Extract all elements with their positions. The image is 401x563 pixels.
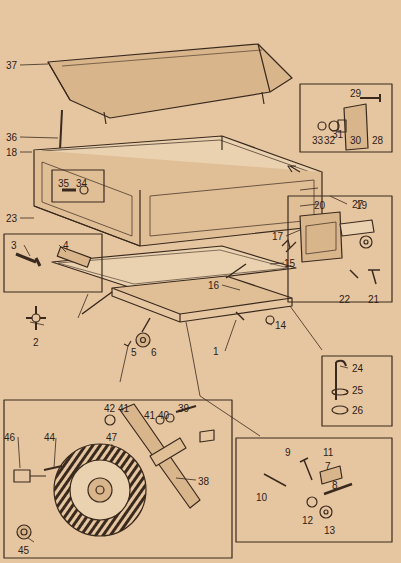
callout-number: 19 bbox=[355, 200, 368, 211]
callout-number: 46 bbox=[3, 432, 16, 443]
callout-number: 32 bbox=[323, 135, 336, 146]
callout-number: 41 bbox=[143, 410, 156, 421]
callout-number: 22 bbox=[338, 294, 351, 305]
callout-number: 47 bbox=[105, 432, 118, 443]
callout-number: 41 bbox=[117, 403, 130, 414]
callout-number: 12 bbox=[301, 515, 314, 526]
callout-number: 24 bbox=[351, 363, 364, 374]
callout-number: 7 bbox=[324, 461, 332, 472]
callout-number: 45 bbox=[17, 545, 30, 556]
callout-number: 1 bbox=[212, 346, 220, 357]
callout-number: 35 bbox=[57, 178, 70, 189]
callout-number: 18 bbox=[5, 147, 18, 158]
callout-number: 33 bbox=[311, 135, 324, 146]
callout-number: 13 bbox=[323, 525, 336, 536]
callout-number: 44 bbox=[43, 432, 56, 443]
callout-number: 34 bbox=[75, 178, 88, 189]
callout-number: 10 bbox=[255, 492, 268, 503]
callout-number: 28 bbox=[371, 135, 384, 146]
callout-number: 16 bbox=[207, 280, 220, 291]
callout-number: 25 bbox=[351, 385, 364, 396]
callout-number: 14 bbox=[274, 320, 287, 331]
callout-number: 21 bbox=[367, 294, 380, 305]
callout-number: 30 bbox=[349, 135, 362, 146]
callout-number: 2 bbox=[32, 337, 40, 348]
callout-number: 11 bbox=[322, 447, 334, 458]
callout-number: 6 bbox=[150, 347, 158, 358]
callout-number: 23 bbox=[5, 213, 18, 224]
callout-number: 38 bbox=[197, 476, 210, 487]
callout-number: 17 bbox=[271, 231, 284, 242]
callout-number: 5 bbox=[130, 347, 138, 358]
callout-number: 42 bbox=[103, 403, 116, 414]
callout-number: 4 bbox=[62, 240, 70, 251]
callout-number: 20 bbox=[313, 200, 326, 211]
callout-number: 3 bbox=[10, 240, 18, 251]
callout-number: 29 bbox=[349, 88, 362, 99]
callout-number: 39 bbox=[177, 403, 190, 414]
callout-number: 9 bbox=[284, 447, 292, 458]
callout-number: 36 bbox=[5, 132, 18, 143]
callout-number: 8 bbox=[331, 480, 339, 491]
callout-number: 40 bbox=[157, 410, 170, 421]
callout-number: 26 bbox=[351, 405, 364, 416]
callout-number: 15 bbox=[283, 258, 296, 269]
callout-number: 37 bbox=[5, 60, 18, 71]
